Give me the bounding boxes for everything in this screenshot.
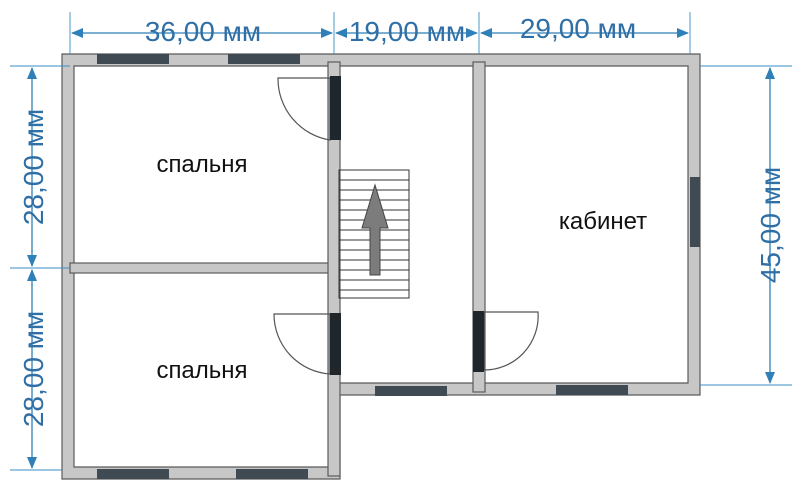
door-leaf-lower-bedroom — [330, 313, 341, 375]
wall-hall-study — [472, 61, 486, 393]
dim-label-left-upper: 28,00 мм — [18, 109, 49, 225]
window-bottom-2 — [236, 469, 308, 479]
window-top-1 — [97, 54, 169, 64]
door-leaf-upper-bedroom — [330, 76, 341, 140]
dim-label-top-right: 29,00 мм — [520, 13, 636, 44]
dim-label-top-middle: 19,00 мм — [349, 16, 465, 47]
dim-label-right: 45,00 мм — [755, 167, 786, 283]
windows — [97, 54, 700, 479]
room-label-bedroom-bottom: спальня — [156, 357, 247, 384]
dimensions — [10, 12, 792, 471]
window-study-bottom — [556, 385, 628, 395]
dim-label-top-left: 36,00 мм — [145, 16, 261, 47]
window-study-right — [690, 177, 700, 247]
wall-between-bedrooms — [69, 262, 335, 274]
door-arc-study — [483, 311, 539, 371]
stair-arrow-icon — [361, 183, 389, 276]
door-arc-upper-bedroom — [277, 77, 331, 141]
dim-label-left-lower: 28,00 мм — [18, 311, 49, 427]
room-label-bedroom-top: спальня — [156, 151, 247, 178]
stair-outline — [338, 169, 410, 299]
door-leaf-study — [473, 311, 484, 372]
window-bottom-1 — [97, 469, 169, 479]
doors — [273, 76, 539, 375]
window-hall-bottom — [375, 386, 447, 396]
door-arc-lower-bedroom — [273, 313, 331, 375]
staircase — [338, 169, 410, 299]
walls — [61, 53, 701, 480]
room-label-study: кабинет — [559, 208, 647, 235]
window-top-2 — [228, 54, 300, 64]
